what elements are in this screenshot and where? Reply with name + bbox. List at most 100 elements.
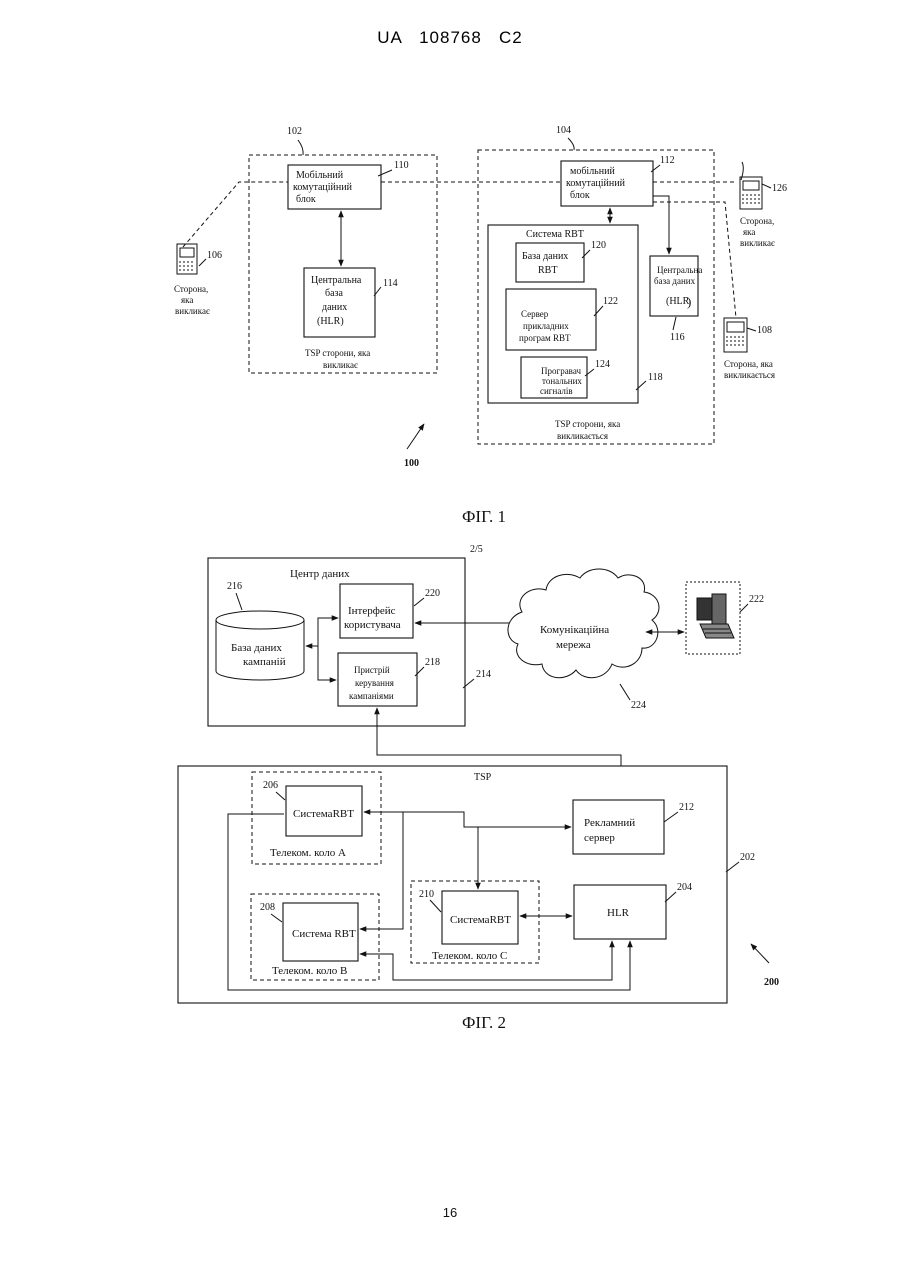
hlr-116-line2: база даних xyxy=(654,276,696,286)
leader-104 xyxy=(568,138,574,150)
mobile-phone-108-icon xyxy=(724,318,747,352)
called-tsp-label-1: TSP сторони, яка xyxy=(555,419,620,429)
ui-line1: Інтерфейс xyxy=(348,605,396,617)
hlr-114-line2: база xyxy=(325,288,343,299)
ref-116: 116 xyxy=(670,332,685,343)
ref-108: 108 xyxy=(757,325,772,336)
mobile-phone-126-icon xyxy=(740,177,762,209)
ref-218: 218 xyxy=(425,657,440,668)
calling-tsp-label-1: TSP сторони, яка xyxy=(305,348,370,358)
phone-108-line1: Сторона, яка xyxy=(724,359,773,369)
hlr-114-line4: (HLR) xyxy=(317,316,344,327)
leader-102 xyxy=(298,140,303,155)
ui-line2: користувача xyxy=(344,619,401,631)
ring-a-system: СистемаRBT xyxy=(293,808,354,820)
phone-106-line3: викликає xyxy=(175,306,210,316)
msc-110-line1: Мобільний xyxy=(296,170,344,181)
hlr-116-paren: ) xyxy=(687,294,691,309)
phone-108-line2: викликається xyxy=(724,370,775,380)
ring-a-label: Телеком. коло А xyxy=(270,847,346,859)
ref-222: 222 xyxy=(749,594,764,605)
phone-126-line2: яка xyxy=(743,227,755,237)
ref-202: 202 xyxy=(740,852,755,863)
leader-106 xyxy=(199,259,206,266)
sheet-marker: 2/5 xyxy=(470,544,483,555)
ring-c-system: СистемаRBT xyxy=(450,914,511,926)
ref-120: 120 xyxy=(591,240,606,251)
call-path-106-110 xyxy=(183,182,288,247)
leader-202 xyxy=(726,862,739,872)
network-line1: Комунікаційна xyxy=(540,624,609,636)
mgr-line3: кампаніями xyxy=(349,691,394,701)
ref-206: 206 xyxy=(263,780,278,791)
msc-110-line3: блок xyxy=(296,194,316,205)
leader-222 xyxy=(740,604,748,612)
leader-116 xyxy=(673,317,676,330)
ref-200: 200 xyxy=(764,977,779,988)
ref-110: 110 xyxy=(394,160,409,171)
ref-214: 214 xyxy=(476,669,491,680)
ring-b-system: Система RBT xyxy=(292,928,356,940)
ref-126: 126 xyxy=(772,183,787,194)
ref-204: 204 xyxy=(677,882,692,893)
ring-c-label: Телеком. коло С xyxy=(432,950,507,962)
msc-112-line2: комутаційний xyxy=(566,178,626,189)
ref-216: 216 xyxy=(227,581,242,592)
rbt-db-line1: База даних xyxy=(522,251,568,262)
hlr-114-line3: даних xyxy=(322,302,347,313)
ref-212: 212 xyxy=(679,802,694,813)
page-number: 16 xyxy=(443,1205,457,1220)
leader-108 xyxy=(747,328,756,331)
tsp-title: TSP xyxy=(474,772,492,783)
rbt-server-line3: програм RBT xyxy=(519,333,571,343)
fig1-caption: ФІГ. 1 xyxy=(462,507,506,526)
ref-112: 112 xyxy=(660,155,675,166)
figure-2: 2/5 Центр даних 214 База даних кампаній … xyxy=(178,544,779,1032)
hlr-114-line1: Центральна xyxy=(311,275,362,286)
desktop-computer-icon xyxy=(697,594,734,638)
ref-106: 106 xyxy=(207,250,222,261)
ref-118: 118 xyxy=(648,372,663,383)
rbt-server-line1: Сервер xyxy=(521,309,549,319)
arrow-200 xyxy=(751,944,769,963)
ref-104: 104 xyxy=(556,125,571,136)
ref-102: 102 xyxy=(287,126,302,137)
ad-server-line1: Рекламний xyxy=(584,817,635,829)
ref-224: 224 xyxy=(631,700,646,711)
called-tsp-label-2: викликається xyxy=(557,431,608,441)
leader-224 xyxy=(620,684,630,700)
leader-126 xyxy=(762,184,771,188)
patent-number: UA 108768 C2 xyxy=(377,28,522,47)
tone-player-line1: Програвач xyxy=(541,366,581,376)
phone-126-line1: Сторона, xyxy=(740,216,774,226)
tone-player-line2: тональних xyxy=(542,376,582,386)
ref-210: 210 xyxy=(419,889,434,900)
campaign-db-line2: кампаній xyxy=(243,656,286,668)
network-line2: мережа xyxy=(556,639,591,651)
ref-124: 124 xyxy=(595,359,610,370)
mobile-phone-106-icon xyxy=(177,244,197,274)
ref-208: 208 xyxy=(260,902,275,913)
tone-player-line3: сигналів xyxy=(540,386,573,396)
ref-100: 100 xyxy=(404,458,419,469)
mgr-line1: Пристрій xyxy=(354,665,390,675)
hlr-116-line1: Центральна xyxy=(657,265,702,275)
arrow-100 xyxy=(407,424,424,449)
fig2-caption: ФІГ. 2 xyxy=(462,1013,506,1032)
ad-server-line2: сервер xyxy=(584,832,615,844)
ref-122: 122 xyxy=(603,296,618,307)
msc-112-line3: блок xyxy=(570,190,590,201)
ring-b-label: Телеком. коло В xyxy=(272,965,347,977)
msc-112-line1: мобільний xyxy=(570,166,615,177)
ref-114: 114 xyxy=(383,278,398,289)
ref-220: 220 xyxy=(425,588,440,599)
arrow-112-116 xyxy=(653,196,669,254)
mgr-line2: керування xyxy=(355,678,394,688)
rbt-db-line2: RBT xyxy=(538,265,557,276)
phone-126-line3: викликає xyxy=(740,238,775,248)
phone-106-line2: яка xyxy=(181,295,193,305)
msc-110-line2: комутаційний xyxy=(293,182,353,193)
rbt-system-title: Система RBT xyxy=(526,229,584,240)
